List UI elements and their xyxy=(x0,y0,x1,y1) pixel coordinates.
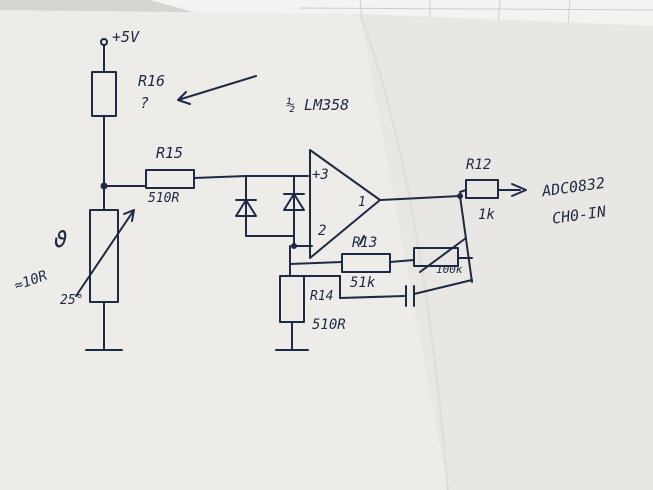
diode-right xyxy=(283,193,305,211)
pot-value: 100k xyxy=(436,263,463,276)
thermistor-arrow xyxy=(75,209,135,297)
r16-name: R16 xyxy=(138,72,166,90)
r15-value: 510R xyxy=(148,191,180,206)
thermistor-temp: 25° xyxy=(60,293,84,308)
inv-input-label: 2 xyxy=(318,223,327,239)
r14-value: 510R xyxy=(312,317,346,333)
paper-shade-right xyxy=(360,14,653,490)
noninv-input-label: +3 xyxy=(312,167,329,183)
circuit-wires xyxy=(75,38,527,351)
diode-left xyxy=(235,199,257,217)
r12-value: 1k xyxy=(478,207,495,223)
r16-value: ? xyxy=(140,94,150,112)
background-grid xyxy=(299,0,653,27)
thermistor-symbol: ϑ xyxy=(54,228,68,253)
junction-dot-inv xyxy=(291,243,297,249)
opamp-triangle xyxy=(309,149,381,259)
opamp-label: ½ LM358 xyxy=(286,96,350,114)
output-pin-label: 1 xyxy=(358,195,366,210)
r14-name: R14 xyxy=(310,289,334,304)
supply-label: +5V xyxy=(112,28,140,46)
pointer-arrow xyxy=(177,75,257,105)
r13-name: R13 xyxy=(352,235,378,251)
r15-name: R15 xyxy=(156,144,184,162)
adc-arrow xyxy=(511,183,527,197)
r12-name: R12 xyxy=(466,157,492,173)
r13-value: 51k xyxy=(350,275,376,291)
pot-arrow xyxy=(419,237,467,273)
